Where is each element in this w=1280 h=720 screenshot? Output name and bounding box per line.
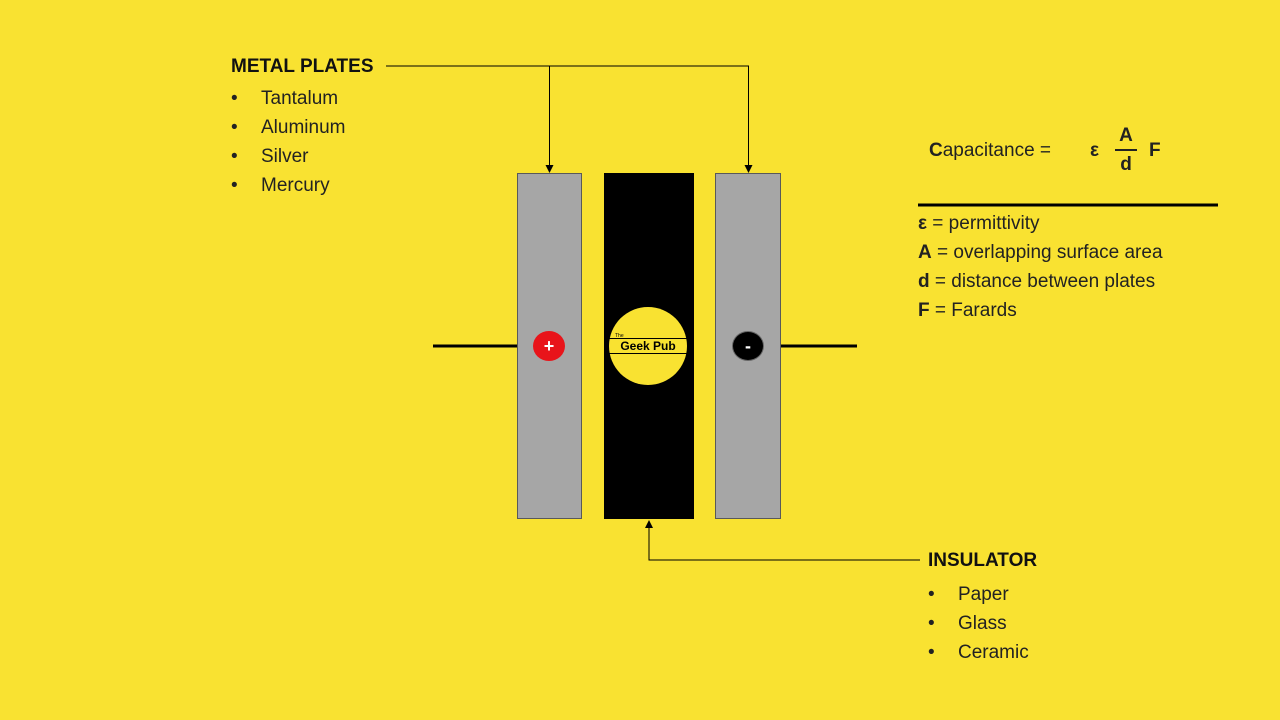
capacitance-formula: Capacitance = ε A d F	[929, 125, 1169, 185]
metal-plates-heading: METAL PLATES	[231, 56, 374, 77]
bullet-dot: •	[231, 146, 238, 167]
positive-terminal: +	[533, 331, 565, 361]
formula-denominator: d	[1120, 154, 1132, 175]
bullet-dot: •	[231, 117, 238, 138]
legend-row: A = overlapping surface area	[918, 242, 1163, 263]
negative-terminal: -	[732, 331, 764, 361]
bullet-dot: •	[928, 642, 935, 663]
geek-pub-logo: The Geek Pub	[609, 307, 687, 385]
formula-numerator: A	[1119, 125, 1133, 146]
logo-small-text: The	[615, 333, 624, 339]
formula-epsilon: ε	[1090, 140, 1100, 161]
bullet-dot: •	[928, 584, 935, 605]
bullet-dot: •	[928, 613, 935, 634]
insulator-heading: INSULATOR	[928, 550, 1038, 571]
insulator-connector	[645, 520, 920, 561]
formula-legend: ε = permittivity A = overlapping surface…	[918, 213, 1163, 329]
legend-row: F = Farards	[918, 300, 1017, 321]
bullet-dot: •	[231, 88, 238, 109]
formula-fraction: A d	[1115, 125, 1137, 176]
logo-text: Geek Pub	[609, 338, 687, 354]
bullet-dot: •	[231, 175, 238, 196]
legend-row: ε = permittivity	[918, 213, 1040, 234]
formula-label: Capacitance =	[929, 140, 1052, 161]
formula-unit: F	[1149, 140, 1161, 161]
fraction-bar	[1115, 149, 1137, 151]
legend-row: d = distance between plates	[918, 271, 1156, 292]
